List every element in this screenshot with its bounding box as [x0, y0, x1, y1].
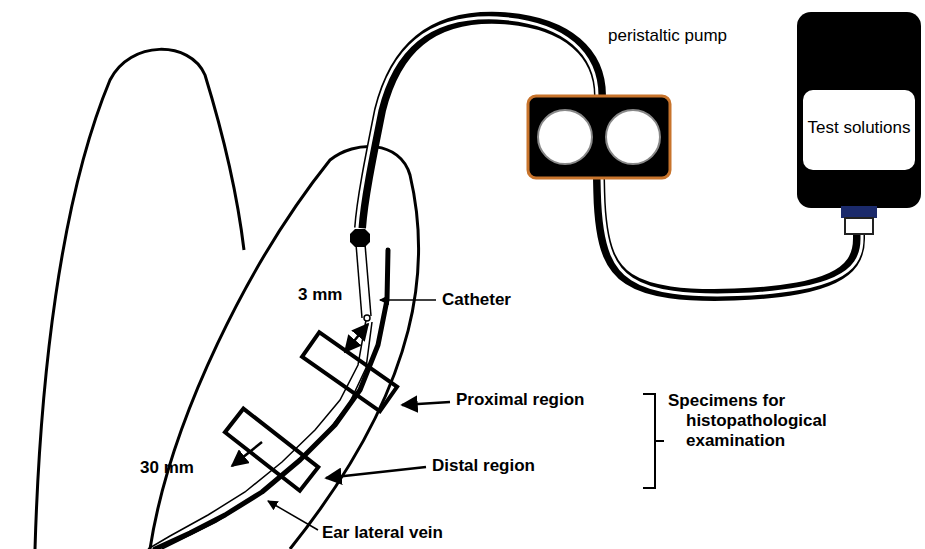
annotation-label: Distal region [432, 456, 535, 476]
leader-arrow [326, 467, 426, 478]
node-label: Test solutions [797, 118, 921, 138]
leader-arrow [402, 402, 450, 405]
node-label: peristaltic pump [608, 26, 768, 46]
catheter-wall [365, 244, 371, 316]
bracket [643, 394, 664, 488]
solution-bottle [797, 12, 921, 234]
pump-node: peristaltic pump [528, 20, 768, 178]
annotation-label: 30 mm [140, 458, 194, 478]
pump-roller [538, 110, 592, 164]
proximal-region-frame [302, 332, 397, 411]
distal-region-frame [225, 409, 318, 491]
annotation-label: Specimens for histopathological examinat… [668, 391, 866, 451]
annotation-label: Catheter [442, 290, 511, 310]
front-ear-outline [150, 146, 419, 549]
pump-body [528, 96, 670, 178]
vessel-line [162, 322, 372, 549]
ear-vein [155, 250, 388, 549]
leader-arrow [380, 299, 436, 301]
tube-highlight [357, 18, 597, 228]
leader-arrow [268, 501, 318, 530]
catheter-hub [350, 229, 370, 247]
dimension-arrow [232, 442, 262, 466]
catheter-wall [356, 244, 362, 318]
vessel-line [148, 320, 366, 549]
annotation-label: Proximal region [456, 390, 584, 410]
dimension-arrow [345, 324, 368, 352]
pump-roller [606, 110, 660, 164]
catheter-tip [364, 315, 370, 321]
bottle-node: Test solutions [797, 12, 921, 234]
tube [360, 18, 600, 228]
annotation-label: Ear lateral vein [322, 523, 443, 543]
annotation-label: 3 mm [298, 285, 342, 305]
